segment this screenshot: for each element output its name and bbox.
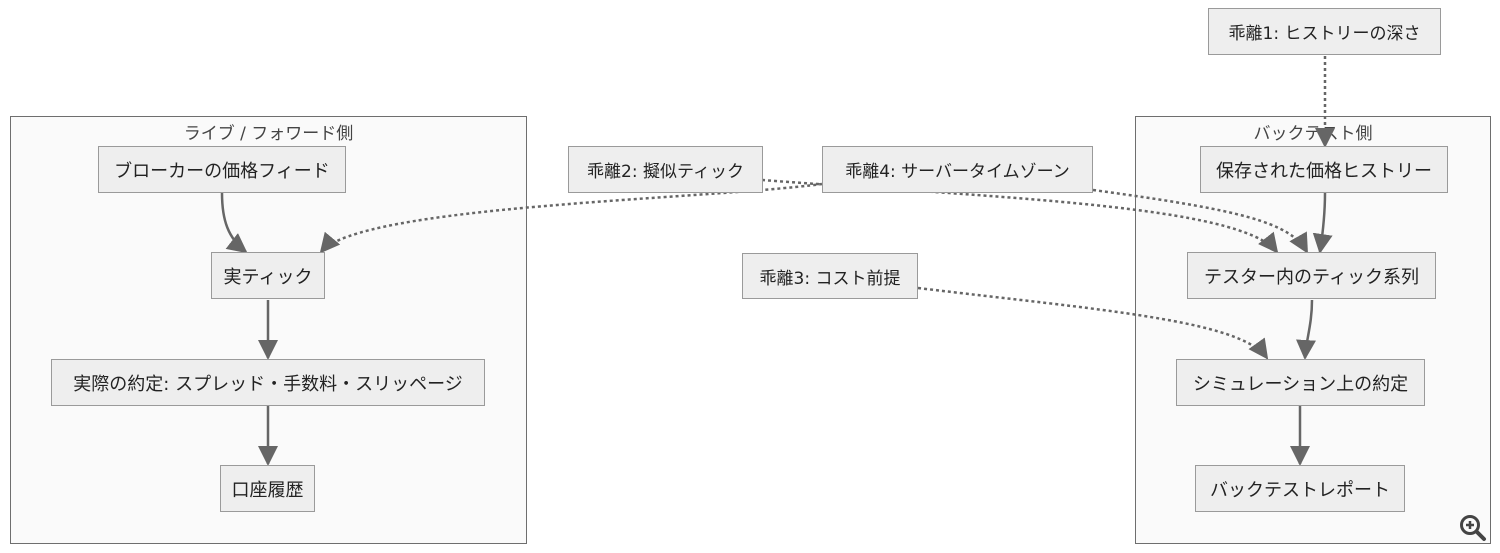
- node-actual-fill[interactable]: 実際の約定: スプレッド・手数料・スリッページ: [51, 359, 485, 406]
- node-real-tick[interactable]: 実ティック: [211, 252, 325, 299]
- node-divergence-2[interactable]: 乖離2: 擬似ティック: [568, 146, 763, 193]
- node-divergence-1[interactable]: 乖離1: ヒストリーの深さ: [1208, 8, 1441, 55]
- node-saved-price-history[interactable]: 保存された価格ヒストリー: [1200, 146, 1448, 193]
- node-account-history[interactable]: 口座履歴: [220, 465, 315, 512]
- zoom-in-icon[interactable]: [1457, 512, 1489, 544]
- node-backtest-report[interactable]: バックテストレポート: [1195, 465, 1405, 512]
- node-tester-tick-series[interactable]: テスター内のティック系列: [1187, 252, 1436, 299]
- node-divergence-3[interactable]: 乖離3: コスト前提: [742, 253, 918, 299]
- node-simulated-fill[interactable]: シミュレーション上の約定: [1176, 359, 1425, 406]
- cluster-title-backtest: バックテスト側: [1253, 124, 1373, 144]
- cluster-title-live: ライブ / フォワード側: [183, 124, 354, 144]
- node-divergence-4[interactable]: 乖離4: サーバータイムゾーン: [822, 146, 1093, 193]
- node-broker-price-feed[interactable]: ブローカーの価格フィード: [98, 146, 346, 193]
